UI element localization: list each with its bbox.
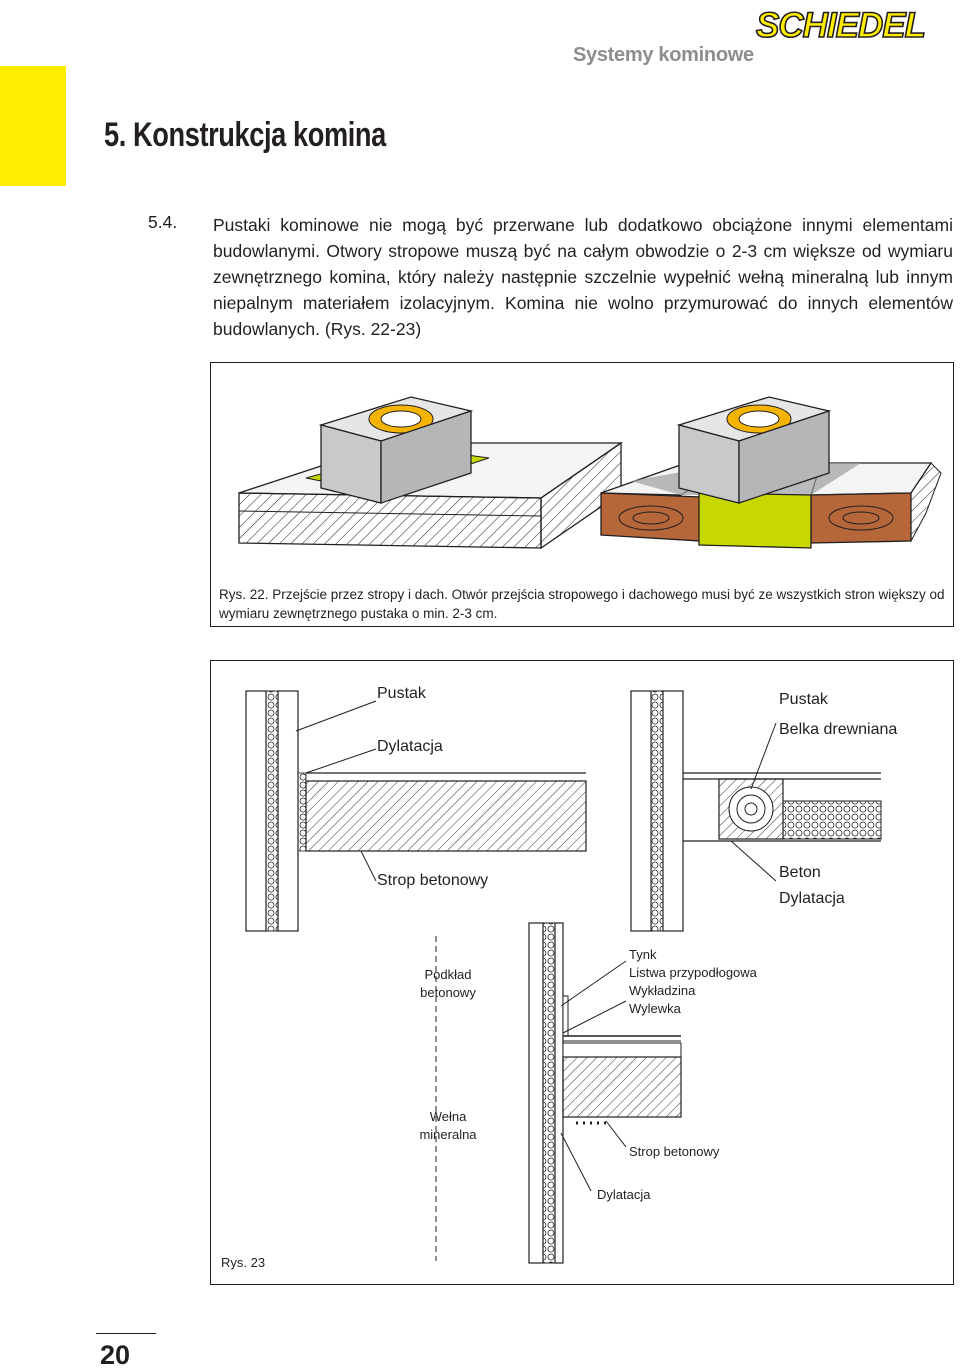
label-pustak-left: Pustak [377,685,426,702]
figure-22: Rys. 22. Przejście przez stropy i dach. … [210,362,954,627]
figure-23-drawing [245,690,882,1264]
label-welna-mineralna: Wełna mineralna [419,1109,477,1142]
logo-text: SCHIEDEL [756,6,925,44]
page-number: 20 [100,1340,131,1370]
section-number: 5.4. [148,212,178,232]
section-paragraph: Pustaki kominowe nie mogą być przerwane … [213,215,953,339]
right-detail-wood [630,690,882,932]
page-title: 5. Konstrukcja komina [104,116,386,154]
label-dylatacja-right: Dylatacja [779,890,845,907]
schiedel-logo: SCHIEDEL [755,5,927,44]
left-detail-concrete [245,690,587,932]
label-pustak-right: Pustak [779,691,828,708]
header-subtitle: Systemy kominowe [573,44,754,66]
bottom-detail-floor [435,922,682,1264]
figure-22-caption: Rys. 22. Przejście przez stropy i dach. … [219,587,945,621]
label-listwa: Listwa przypodłogowa [629,965,757,980]
chimney-block-right [676,396,832,549]
label-belka-drewniana: Belka drewniana [779,721,898,738]
figure-23-caption: Rys. 23 [221,1255,266,1270]
label-wykladzina: Wykładzina [629,983,696,998]
figure-22-drawing [238,396,942,550]
label-beton: Beton [779,864,821,881]
figure-23: Pustak Dylatacja Strop betonowy Pustak B… [210,660,954,1285]
label-strop-betonowy-left: Strop betonowy [377,872,489,889]
label-strop-betonowy-bottom: Strop betonowy [629,1144,720,1159]
chimney-block-left [318,396,474,504]
yellow-tab [0,66,66,186]
label-dylatacja-bottom: Dylatacja [597,1187,651,1202]
page-number-rule [96,1333,156,1334]
label-dylatacja-left: Dylatacja [377,738,443,755]
label-wylewka: Wylewka [629,1001,681,1016]
label-tynk: Tynk [629,947,657,962]
label-podklad-betonowy: Podkład betonowy [420,967,476,1000]
